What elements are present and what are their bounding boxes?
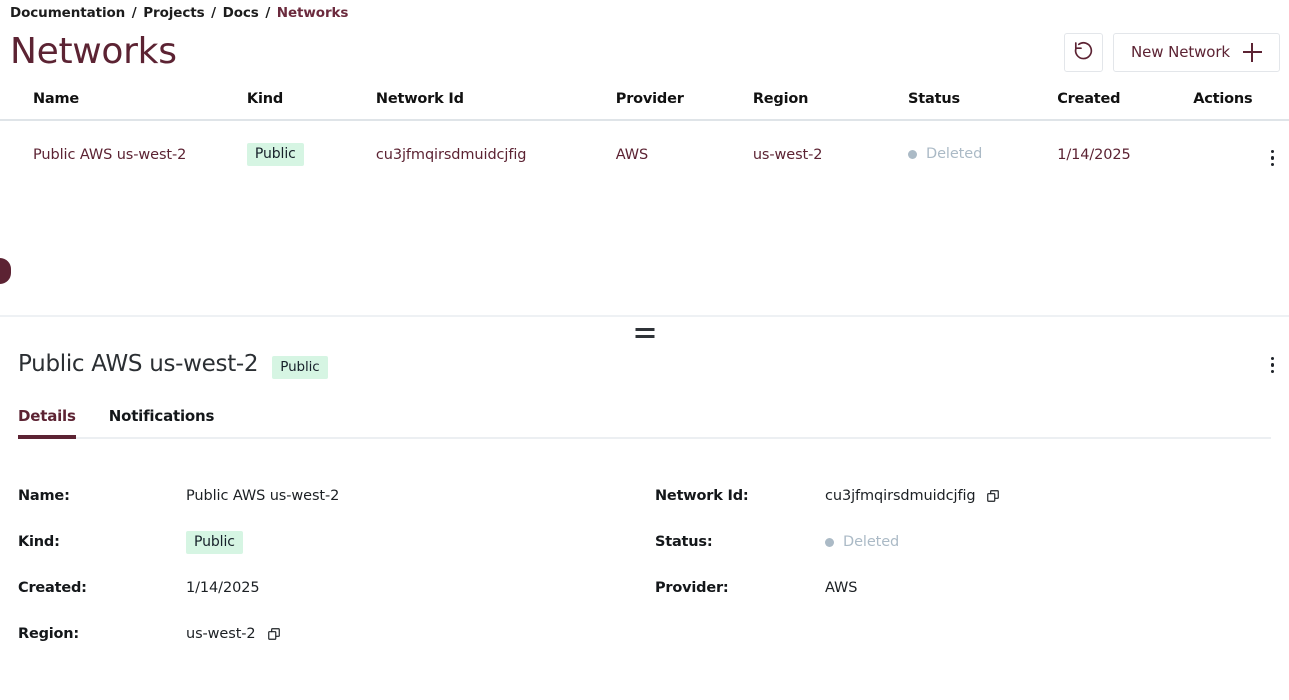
detail-status-dot-icon	[825, 537, 834, 547]
page-header: Networks New Network	[0, 21, 1289, 83]
resize-handle-icon[interactable]	[635, 328, 654, 338]
field-label-status: Status:	[655, 534, 713, 550]
cell-provider: AWS	[615, 146, 649, 163]
breadcrumb-item-projects[interactable]: Projects	[143, 5, 205, 21]
page-title: Networks	[10, 31, 177, 72]
panel-splitter	[0, 315, 1289, 345]
breadcrumb-separator: /	[131, 5, 137, 21]
column-header-network-id[interactable]: Network Id	[375, 91, 464, 107]
breadcrumb-item-networks[interactable]: Networks	[276, 5, 349, 21]
detail-fields-right: Network Id: cu3jfmqirsdmuidcjfig Status:	[655, 473, 1280, 657]
table-body: Public AWS us-west-2 Public cu3jfmqirsdm…	[0, 120, 1289, 188]
status-badge: Deleted	[908, 146, 982, 162]
field-provider: Provider: AWS	[655, 565, 1280, 611]
field-value-region: us-west-2	[186, 626, 256, 642]
header-actions: New Network	[1063, 32, 1280, 72]
field-value-created: 1/14/2025	[186, 580, 260, 596]
cell-network-id: cu3jfmqirsdmuidcjfig	[375, 146, 527, 163]
breadcrumb-item-documentation[interactable]: Documentation	[10, 5, 126, 21]
field-kind: Kind: Public	[18, 519, 655, 565]
field-value-kind: Public	[186, 530, 243, 554]
row-selected-marker	[0, 258, 11, 284]
cell-name: Public AWS us-west-2	[33, 146, 187, 163]
detail-panel-header: Public AWS us-west-2 Public	[18, 345, 1280, 379]
refresh-icon	[1073, 40, 1094, 65]
detail-kind-badge: Public	[272, 356, 328, 379]
field-label-region: Region:	[18, 626, 80, 642]
copy-network-id-icon[interactable]	[986, 489, 1000, 503]
detail-status-badge: Deleted	[825, 534, 899, 550]
column-header-name[interactable]: Name	[33, 91, 80, 107]
networks-table: Name Kind Network Id Provider Region Sta…	[0, 83, 1289, 188]
tab-details[interactable]: Details	[18, 407, 76, 439]
new-network-label: New Network	[1130, 43, 1230, 61]
detail-panel-heading: Public AWS us-west-2 Public	[18, 351, 328, 379]
breadcrumb: Documentation / Projects / Docs / Networ…	[0, 0, 1289, 21]
refresh-button[interactable]	[1063, 32, 1103, 72]
detail-kebab-menu-icon[interactable]	[1265, 355, 1281, 376]
breadcrumb-item-docs[interactable]: Docs	[222, 5, 259, 21]
cell-region: us-west-2	[752, 146, 823, 163]
breadcrumb-separator: /	[265, 5, 271, 21]
detail-title: Public AWS us-west-2	[18, 351, 259, 377]
kind-badge: Public	[246, 143, 304, 166]
status-dot-icon	[908, 149, 918, 159]
column-header-created[interactable]: Created	[1057, 91, 1121, 107]
detail-fields-left: Name: Public AWS us-west-2 Kind: Public …	[18, 473, 655, 657]
field-label-kind: Kind:	[18, 534, 60, 550]
breadcrumb-separator: /	[211, 5, 216, 21]
status-label: Deleted	[926, 146, 983, 163]
table-row[interactable]: Public AWS us-west-2 Public cu3jfmqirsdm…	[0, 120, 1289, 188]
new-network-button[interactable]: New Network	[1112, 32, 1280, 72]
kebab-menu-icon[interactable]	[1265, 148, 1281, 169]
field-value-provider: AWS	[825, 580, 858, 596]
column-header-status[interactable]: Status	[908, 91, 960, 107]
field-label-provider: Provider:	[655, 580, 729, 596]
field-network-id: Network Id: cu3jfmqirsdmuidcjfig	[655, 473, 1280, 519]
field-value-region-wrap: us-west-2	[186, 626, 281, 642]
field-value-network-id: cu3jfmqirsdmuidcjfig	[825, 488, 976, 504]
networks-table-container: Name Kind Network Id Provider Region Sta…	[0, 83, 1289, 284]
detail-panel: Public AWS us-west-2 Public Details Noti…	[0, 345, 1289, 657]
copy-region-icon[interactable]	[267, 627, 281, 641]
cell-status: Deleted	[908, 120, 1057, 188]
column-header-actions: Actions	[1193, 91, 1253, 107]
cell-created: 1/14/2025	[1057, 146, 1131, 163]
table-header-row: Name Kind Network Id Provider Region Sta…	[0, 83, 1289, 120]
field-label-created: Created:	[18, 580, 87, 596]
field-label-name: Name:	[18, 488, 70, 504]
detail-fields: Name: Public AWS us-west-2 Kind: Public …	[18, 473, 1280, 657]
field-region: Region: us-west-2	[18, 611, 655, 657]
tab-notifications[interactable]: Notifications	[108, 407, 215, 425]
cell-kind: Public	[246, 120, 376, 188]
field-value-name: Public AWS us-west-2	[186, 488, 340, 504]
column-header-kind[interactable]: Kind	[246, 91, 284, 107]
field-value-network-id-wrap: cu3jfmqirsdmuidcjfig	[825, 488, 1000, 504]
detail-tabs: Details Notifications	[18, 407, 1271, 439]
field-label-network-id: Network Id:	[655, 488, 749, 504]
cell-actions	[1193, 120, 1289, 188]
field-name: Name: Public AWS us-west-2	[18, 473, 655, 519]
column-header-region[interactable]: Region	[752, 91, 809, 107]
column-header-provider[interactable]: Provider	[615, 91, 684, 107]
field-status: Status: Deleted	[655, 519, 1280, 565]
table-header: Name Kind Network Id Provider Region Sta…	[0, 83, 1289, 120]
detail-kind-value-badge: Public	[186, 530, 243, 554]
plus-icon	[1243, 42, 1262, 62]
field-created: Created: 1/14/2025	[18, 565, 655, 611]
detail-status-label: Deleted	[843, 534, 900, 550]
field-value-status-wrap: Deleted	[825, 534, 899, 550]
